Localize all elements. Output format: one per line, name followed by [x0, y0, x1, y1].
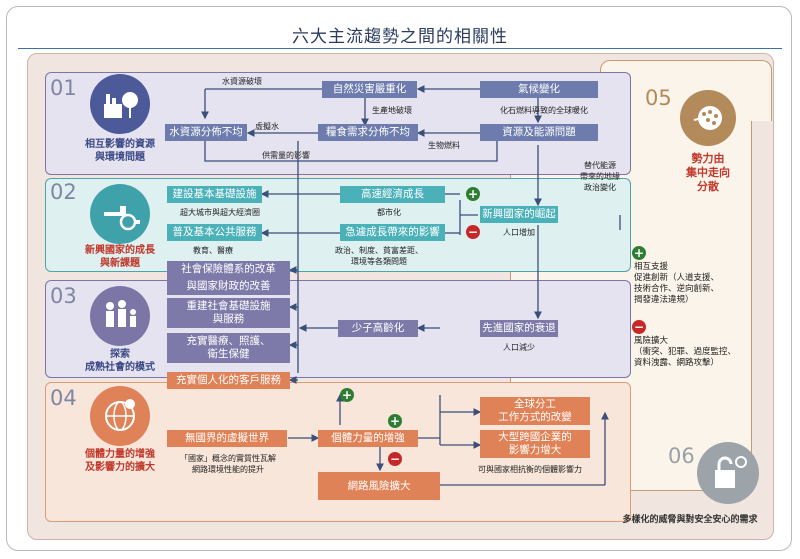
minus-sign: − — [466, 225, 480, 239]
section-04-number: 04 — [50, 386, 77, 410]
section-06-number: 06 — [668, 444, 695, 468]
water-resource-box: 水資源分佈不均 — [165, 124, 247, 141]
virtual-world-box: 無國界的虛擬世界 — [167, 430, 287, 447]
natural-disaster-box: 自然災害嚴重化 — [322, 81, 417, 98]
section-06-label: 多樣化的威脅與對安全安心的需求 — [622, 515, 758, 525]
politics-label: 政治、制度、貧富差距、環境等各類問題 — [335, 246, 423, 266]
factory-tree-icon — [90, 74, 150, 134]
developed-decline-box: 先進國家的衰退 — [480, 320, 558, 337]
family-icon — [90, 286, 150, 346]
fossil-fuel-label: 化石燃料導致的全球暖化 — [500, 106, 588, 115]
virtual-water-label: 虛擬水 — [255, 122, 279, 131]
section-03-number: 03 — [50, 284, 77, 308]
resource-energy-box: 資源及能源問題 — [480, 124, 598, 141]
welfare-reform-box: 社會保險體系的改革 — [167, 261, 290, 278]
minus-sign: − — [388, 452, 402, 466]
water-damage-label: 水資源破壞 — [222, 77, 262, 86]
production-damage-label: 生產地破壞 — [372, 106, 412, 115]
globe-person-icon — [90, 386, 150, 446]
section-05-number: 05 — [645, 86, 672, 110]
education-label: 教育、醫療 — [193, 246, 233, 255]
healthcare-box: 充實醫療、照護、衛生保健 — [167, 333, 290, 363]
faucet-plug-icon — [90, 184, 150, 244]
section-05-label: 勢力由集中走向分散 — [686, 152, 730, 193]
global-division-box: 全球分工工作方式的改變 — [480, 397, 590, 425]
emerging-nations-box: 新興國家的崛起 — [480, 206, 558, 223]
aging-box: 少子高齡化 — [338, 320, 418, 337]
section-02-label: 新興國家的成長與新課題 — [85, 245, 155, 269]
plus-sign: + — [340, 388, 354, 402]
seed-pod-icon — [680, 90, 736, 146]
pop-decrease-label: 人口減少 — [503, 343, 535, 352]
risk-expand-note: 風險擴大 （衝突、犯罪、過度監控、 資料洩露、網路攻擊） — [634, 336, 737, 368]
supply-demand-label: 供需量的影響 — [262, 151, 310, 160]
growth-impact-box: 急遽成長帶來的影響 — [340, 224, 445, 241]
page-title: 六大主流趨勢之間的相關性 — [292, 27, 508, 47]
individual-power-box: 個體力量的增強 — [318, 430, 418, 447]
network-risk-box: 網路風險擴大 — [318, 472, 440, 500]
section-04-label: 個體力量的增強及影響力的擴大 — [85, 449, 155, 473]
biofuel-label: 生物燃料 — [428, 141, 460, 150]
plus-sign: + — [466, 187, 480, 201]
section-01-number: 01 — [50, 76, 77, 100]
section-02-number: 02 — [50, 180, 77, 204]
climate-change-box: 氣候變化 — [480, 81, 598, 98]
section-03-label: 探索成熟社會的模式 — [85, 349, 155, 373]
build-infrastructure-box: 建設基本基礎設施 — [167, 186, 262, 203]
rapid-growth-box: 高速經濟成長 — [340, 186, 445, 203]
personal-service-box: 充實個人化的客戶服務 — [167, 372, 290, 389]
padlock-icon — [697, 442, 759, 504]
food-demand-box: 糧食需求分佈不均 — [318, 124, 418, 141]
minus-sign: − — [632, 320, 646, 334]
alternative-energy-label: 替代能源帶來的地緣政治變化 — [580, 161, 620, 192]
public-services-box: 普及基本公共服務 — [167, 224, 262, 241]
mnc-influence-box: 大型跨國企業的影響力增大 — [480, 430, 590, 458]
mutual-support-note: 相互支援 促進創新（人道支援、 技術合作、逆向創新、 揭發違法違規） — [634, 262, 720, 305]
urbanize-label: 都市化 — [377, 208, 401, 217]
plus-sign: + — [632, 246, 646, 260]
finance-improve-box: 與國家財政的改善 — [167, 278, 290, 295]
pop-increase-label: 人口增加 — [503, 228, 535, 237]
title-rule — [18, 48, 782, 49]
big-city-label: 超大城市與超大經濟圈 — [180, 208, 260, 217]
rival-power-label: 可與國家相抗衡的個體影響力 — [478, 465, 582, 474]
state-concept-label: 「國家」概念的實質性瓦解網路環境性能的提升 — [180, 454, 276, 474]
plus-sign: + — [388, 414, 402, 428]
rebuild-infrastructure-box: 重建社會基礎設施與服務 — [167, 298, 290, 328]
section-01-label: 相互影響的資源與環境問題 — [85, 139, 155, 163]
